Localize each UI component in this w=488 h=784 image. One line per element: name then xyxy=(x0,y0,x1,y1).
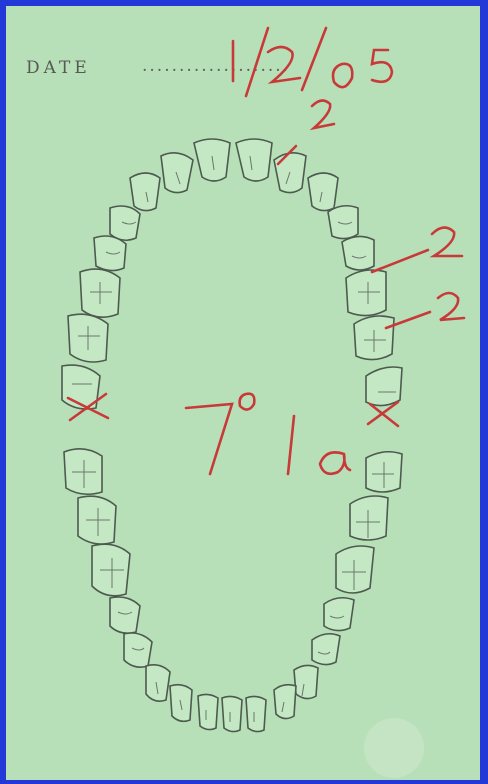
upper-tooth-2 xyxy=(312,100,334,128)
date-handwriting-0 xyxy=(333,64,352,87)
upper-arch xyxy=(62,139,402,409)
date-handwriting-2 xyxy=(268,47,300,82)
date-handwriting-slash-1 xyxy=(246,28,268,96)
center-seven xyxy=(186,404,232,474)
lower-canine-right xyxy=(294,665,318,698)
upper-canine-left xyxy=(130,173,160,211)
right-mark-1-line xyxy=(372,250,428,272)
lower-molar-2-right xyxy=(350,496,388,540)
upper-incisor-left xyxy=(194,139,230,181)
lower-incisor-1 xyxy=(198,694,218,729)
lower-premolar-2-right xyxy=(324,598,354,631)
upper-premolar-2-right xyxy=(342,236,374,270)
center-degree-circle xyxy=(240,394,255,410)
date-handwriting-5 xyxy=(372,50,392,82)
tooth-chart-diagram xyxy=(6,6,480,780)
upper-incisor-right xyxy=(236,139,272,181)
upper-lateral-left xyxy=(161,153,193,193)
upper-molar-3-right xyxy=(366,367,402,406)
red-ink-annotations xyxy=(68,28,464,474)
center-slash xyxy=(288,416,294,474)
lower-incisor-3 xyxy=(246,696,266,731)
date-handwriting-slash-2 xyxy=(302,28,326,90)
lower-canine-left xyxy=(146,665,170,701)
upper-canine-right xyxy=(308,173,338,211)
lower-premolar-1-right xyxy=(312,634,340,665)
center-a xyxy=(320,452,350,473)
lower-lateral-right xyxy=(274,685,296,719)
upper-molar-1-right xyxy=(346,270,386,316)
dental-chart-card: DATE .................... xyxy=(6,6,480,780)
lower-arch xyxy=(64,449,402,732)
upper-premolar-1-right xyxy=(328,206,358,239)
lower-incisor-2 xyxy=(222,696,242,731)
lower-molar-1-right xyxy=(336,546,374,593)
right-mark-2-2 xyxy=(438,293,464,320)
right-mark-1-2 xyxy=(432,227,462,256)
lower-premolar-2-left xyxy=(110,597,140,633)
